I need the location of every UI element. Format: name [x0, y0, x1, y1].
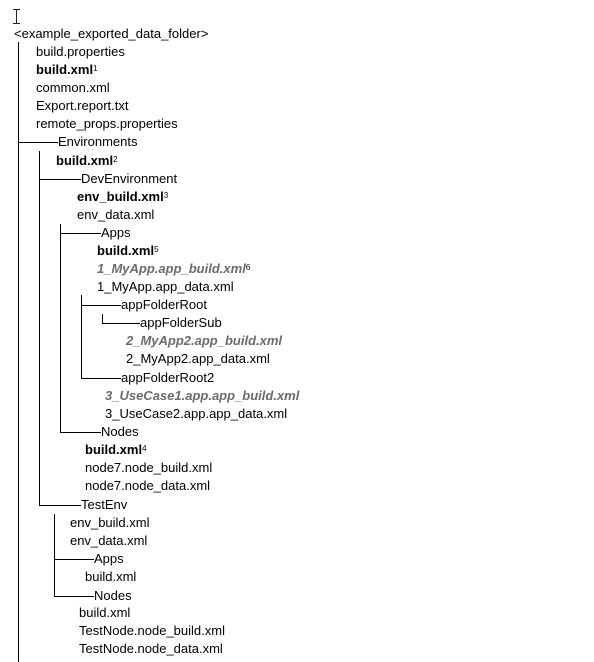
file-testnode-data[interactable]: TestNode.node_data.xml: [79, 641, 223, 656]
tree-line: [102, 323, 140, 324]
folder-dev-nodes[interactable]: Nodes: [101, 424, 139, 439]
folder-test-nodes[interactable]: Nodes: [94, 588, 132, 603]
file-build-properties[interactable]: build.properties: [36, 44, 125, 59]
file-root-build-xml[interactable]: build.xml1: [36, 62, 98, 77]
tree-line: [39, 179, 81, 180]
file-app2-build[interactable]: 2_MyApp2.app_build.xml: [126, 333, 283, 348]
text-cursor-icon: [12, 9, 21, 25]
footnote-marker: 6: [245, 263, 251, 272]
tree-line: [81, 295, 82, 378]
folder-app-folder-sub[interactable]: appFolderSub: [140, 315, 222, 330]
tree-line: [102, 314, 103, 323]
folder-environments[interactable]: Environments: [58, 134, 138, 149]
file-apps-build-xml[interactable]: build.xml5: [97, 243, 159, 258]
tree-line: [18, 42, 19, 662]
footnote-marker: 5: [154, 245, 159, 254]
file-name: build.xml: [97, 243, 155, 258]
tree-line: [81, 305, 121, 306]
footnote-marker: 4: [142, 444, 147, 453]
tree-line: [81, 378, 121, 379]
file-dev-env-data[interactable]: env_data.xml: [77, 207, 155, 222]
file-nodes-build-xml[interactable]: build.xml4: [85, 442, 147, 457]
file-name: build.xml: [36, 62, 94, 77]
footnote-marker: 1: [93, 64, 98, 73]
file-name: env_build.xml: [77, 189, 164, 204]
file-app2-data[interactable]: 2_MyApp2.app_data.xml: [126, 351, 270, 366]
footnote-marker: 3: [163, 191, 169, 200]
tree-line: [39, 505, 81, 506]
file-testnode-build[interactable]: TestNode.node_build.xml: [79, 623, 225, 638]
file-environments-build-xml[interactable]: build.xml2: [56, 153, 118, 168]
file-test-env-build[interactable]: env_build.xml: [70, 515, 150, 530]
file-name: build.xml: [56, 153, 114, 168]
tree-line: [60, 224, 61, 432]
folder-app-folder-root2[interactable]: appFolderRoot2: [121, 370, 215, 385]
file-test-nodes-build[interactable]: build.xml: [79, 605, 131, 620]
tree-line: [18, 142, 58, 143]
root-folder[interactable]: <example_exported_data_folder>: [14, 26, 209, 41]
file-dev-env-build[interactable]: env_build.xml3: [77, 189, 168, 204]
file-remote-props[interactable]: remote_props.properties: [36, 116, 178, 131]
tree-line: [60, 233, 101, 234]
file-common-xml[interactable]: common.xml: [36, 80, 110, 95]
file-test-apps-build[interactable]: build.xml: [85, 569, 137, 584]
tree-line: [39, 151, 40, 505]
file-usecase2-data[interactable]: 3_UseCase2.app.app_data.xml: [105, 406, 288, 421]
folder-dev-apps[interactable]: Apps: [101, 225, 131, 240]
file-node7-data[interactable]: node7.node_data.xml: [85, 478, 211, 493]
footnote-marker: 2: [113, 155, 118, 164]
file-usecase1-build[interactable]: 3_UseCase1.app.app_build.xml: [105, 388, 300, 403]
tree-line: [54, 559, 94, 560]
file-name: 1_MyApp.app_build.xml: [97, 261, 246, 276]
tree-line: [60, 432, 101, 433]
file-app1-build[interactable]: 1_MyApp.app_build.xml6: [97, 261, 250, 276]
file-node7-build[interactable]: node7.node_build.xml: [85, 460, 213, 475]
tree-line: [54, 514, 55, 596]
file-app1-data[interactable]: 1_MyApp.app_data.xml: [97, 279, 234, 294]
folder-dev-environment[interactable]: DevEnvironment: [81, 171, 178, 186]
folder-app-folder-root[interactable]: appFolderRoot: [121, 297, 207, 312]
tree-line: [54, 596, 94, 597]
folder-test-apps[interactable]: Apps: [94, 551, 124, 566]
file-export-report[interactable]: Export.report.txt: [36, 98, 129, 113]
folder-test-env[interactable]: TestEnv: [81, 497, 128, 512]
file-test-env-data[interactable]: env_data.xml: [70, 533, 148, 548]
file-name: build.xml: [85, 442, 143, 457]
